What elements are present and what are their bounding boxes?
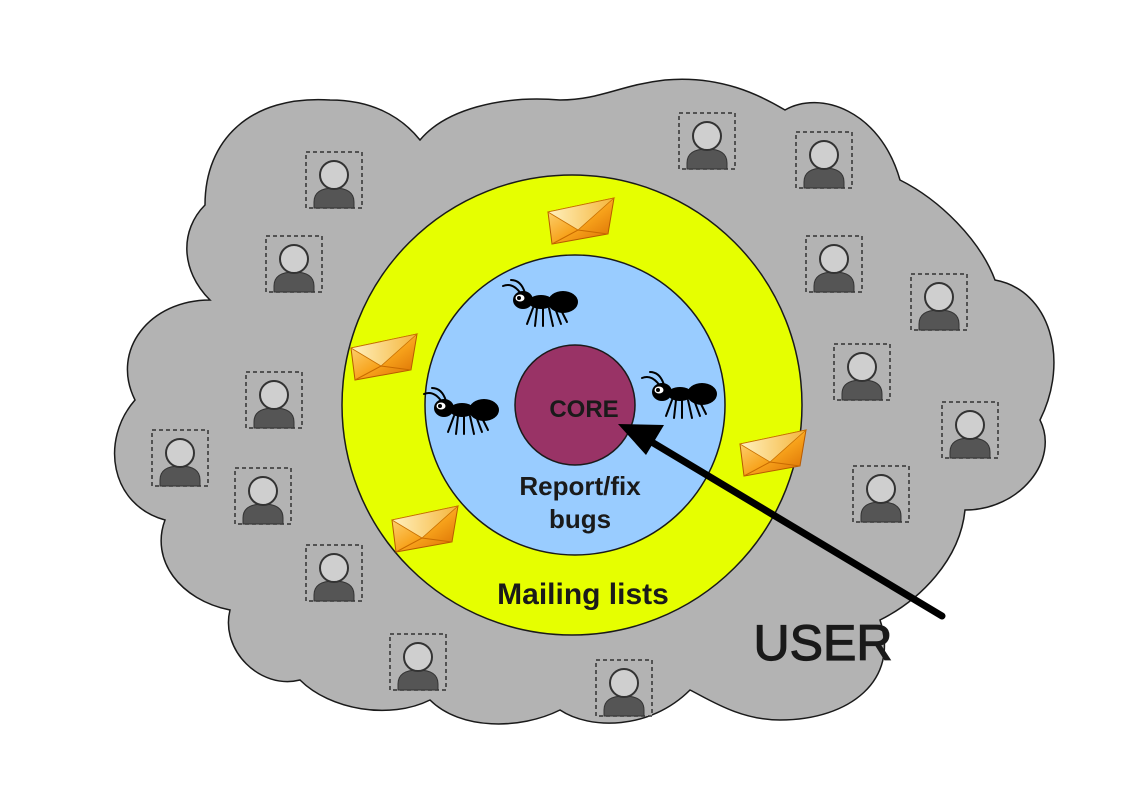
- mailing-lists-label: Mailing lists: [497, 578, 669, 611]
- user-avatar-icon: [833, 343, 891, 401]
- user-avatar-icon: [678, 112, 736, 170]
- core-circle: [514, 344, 636, 466]
- user-avatar-icon: [151, 429, 209, 487]
- core-label: CORE: [549, 396, 618, 423]
- arrow-icon: [618, 424, 946, 620]
- user-avatar-icon: [265, 235, 323, 293]
- user-avatar-icon: [910, 273, 968, 331]
- user-avatar-icon: [941, 401, 999, 459]
- user-label: USER: [754, 615, 893, 671]
- user-avatar-icon: [389, 633, 447, 691]
- user-avatar-icon: [852, 465, 910, 523]
- bugs-label-line2: bugs: [549, 504, 611, 534]
- user-avatar-icon: [795, 131, 853, 189]
- bugs-label-line1: Report/fix: [519, 471, 641, 501]
- user-avatar-icon: [305, 544, 363, 602]
- user-avatar-icon: [245, 371, 303, 429]
- user-avatar-icon: [234, 467, 292, 525]
- user-avatar-icon: [305, 151, 363, 209]
- user-avatar-icon: [595, 659, 653, 717]
- user-avatar-icon: [805, 235, 863, 293]
